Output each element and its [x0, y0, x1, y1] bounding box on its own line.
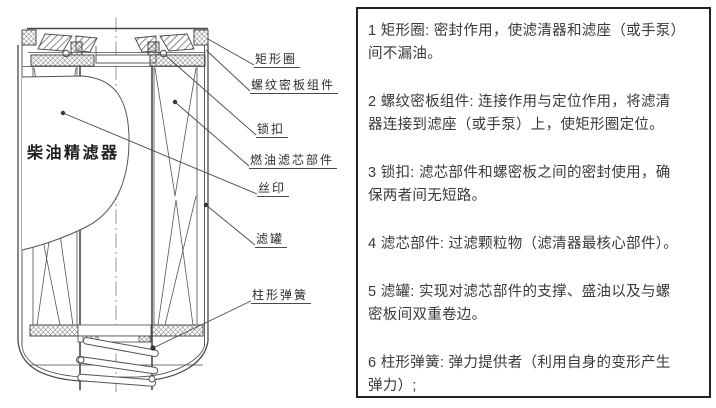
legend-item-1: 1 矩形圈: 密封作用，使滤清器和滤座（或手泵） 间不漏油。: [368, 23, 686, 62]
filter-diagram: 柴油精滤器 矩形圈 螺纹密板组件 锁扣 燃油滤芯部件 丝印 滤罐 柱形弹簧: [0, 0, 356, 408]
filter-media-right: [154, 67, 197, 326]
lock-seals: [62, 41, 168, 58]
cutaway-window: [22, 76, 129, 250]
legend-panel: 1 矩形圈: 密封作用，使滤清器和滤座（或手泵） 间不漏油。 2 螺纹密板组件:…: [356, 7, 711, 398]
legend-item-3: 3 锁扣: 滤芯部件和螺密板之间的密封使用，确 保两者间无短路。: [368, 165, 671, 204]
leader-lines: [62, 38, 258, 349]
spring-coil-3: [77, 373, 157, 387]
callout-fuel-element: 燃油滤芯部件: [249, 154, 338, 169]
product-print-text: 柴油精滤器: [27, 145, 120, 162]
callout-spring: 柱形弹簧: [251, 289, 312, 304]
spring-coil-1: [82, 337, 159, 358]
legend-item-6: 6 柱形弹簧: 弹力提供者（利用自身的变形产生 弹力）;: [368, 355, 671, 394]
spring-coil-2: [75, 355, 159, 375]
cutaway-curve: [21, 75, 130, 251]
callout-lock: 锁扣: [256, 123, 289, 138]
callout-thread-plate: 螺纹密板组件: [250, 79, 339, 94]
filter-cross-section-drawing: [17, 18, 258, 396]
callout-canister: 滤罐: [255, 233, 288, 248]
callout-rect-ring: 矩形圈: [254, 53, 301, 68]
thread-plate-hatch-left-outer: [37, 33, 73, 52]
bottom-end-plate: [29, 324, 204, 343]
thread-plate-hatch-right-outer: [159, 33, 195, 52]
legend-item-4: 4 滤芯部件: 过滤颗粒物（滤清器最核心部件）。: [368, 236, 679, 252]
spring-coils: [75, 337, 159, 387]
legend-item-5: 5 滤罐: 实现对滤芯部件的支撑、盛油以及与螺 密板间双重卷边。: [368, 284, 671, 323]
legend-item-2: 2 螺纹密板组件: 连接作用与定位作用，将滤清 器连接到滤座（或手泵）上，使矩形…: [368, 94, 671, 133]
rect-ring-seal-left: [21, 29, 37, 46]
rect-ring-seal-right: [193, 29, 209, 46]
center-thread-opening: [95, 54, 157, 64]
callout-silk-print: 丝印: [257, 182, 290, 197]
gasket-strips: [22, 54, 206, 67]
